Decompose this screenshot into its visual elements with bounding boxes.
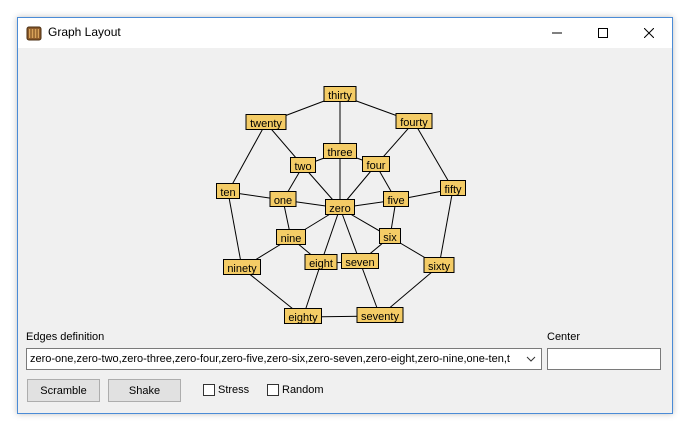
graph-node-zero[interactable]: zero <box>325 199 355 216</box>
shake-button[interactable]: Shake <box>108 379 181 402</box>
graph-node-eight[interactable]: eight <box>304 254 338 271</box>
app-icon <box>26 26 42 41</box>
graph-node-label: seventy <box>361 311 399 323</box>
center-label: Center <box>547 331 581 343</box>
graph-node-fourty[interactable]: fourty <box>395 113 433 130</box>
graph-node-label: one <box>274 195 292 207</box>
graph-node-four[interactable]: four <box>362 156 390 173</box>
stress-checkbox[interactable] <box>203 384 215 396</box>
graph-node-label: eighty <box>288 312 318 324</box>
graph-node-label: two <box>294 161 311 173</box>
graph-node-label: seven <box>345 257 374 269</box>
graph-layout-window: Graph Layout thirty twenty fourty three two f… <box>17 17 673 414</box>
graph-node-ten[interactable]: ten <box>216 183 240 200</box>
graph-canvas[interactable]: thirty twenty fourty three two four ten one zero… <box>18 48 672 333</box>
graph-edge-ten-twenty <box>227 122 267 193</box>
graph-node-sixty[interactable]: sixty <box>423 257 455 274</box>
graph-node-seven[interactable]: seven <box>341 253 379 270</box>
graph-node-ninety[interactable]: ninety <box>223 259 261 276</box>
random-checkbox[interactable] <box>267 384 279 396</box>
graph-edge-ninety-ten <box>227 191 243 269</box>
graph-node-eighty[interactable]: eighty <box>284 308 322 325</box>
minimize-button[interactable] <box>534 18 580 48</box>
graph-node-twenty[interactable]: twenty <box>245 114 287 131</box>
maximize-icon <box>598 28 608 38</box>
graph-node-label: zero <box>329 203 350 215</box>
edges-definition-combo[interactable] <box>26 348 542 370</box>
graph-node-label: ninety <box>227 263 257 275</box>
close-button[interactable] <box>626 18 672 48</box>
graph-node-label: four <box>367 160 386 172</box>
stress-checkbox-wrap[interactable]: Stress <box>203 384 249 396</box>
stress-label: Stress <box>218 384 250 396</box>
graph-edge-fourty-fifty <box>413 121 454 190</box>
graph-node-five[interactable]: five <box>383 191 409 208</box>
graph-node-label: eight <box>309 258 333 270</box>
graph-node-one[interactable]: one <box>269 191 297 208</box>
window-title: Graph Layout <box>48 25 121 39</box>
graph-node-six[interactable]: six <box>379 228 401 245</box>
graph-node-label: sixty <box>428 261 451 273</box>
graph-node-label: ten <box>220 187 235 199</box>
scramble-button[interactable]: Scramble <box>27 379 100 402</box>
graph-node-fifty[interactable]: fifty <box>440 180 466 197</box>
maximize-button[interactable] <box>580 18 626 48</box>
chevron-down-icon[interactable] <box>523 351 539 367</box>
graph-node-nine[interactable]: nine <box>276 229 306 246</box>
graph-edge-fifty-sixty <box>438 188 454 267</box>
graph-node-label: six <box>383 232 397 244</box>
edges-definition-input[interactable] <box>27 349 521 369</box>
close-icon <box>644 28 654 38</box>
graph-node-label: fifty <box>444 184 462 196</box>
graph-node-label: thirty <box>328 90 352 102</box>
graph-node-label: three <box>327 147 352 159</box>
random-label: Random <box>282 384 324 396</box>
graph-node-seventy[interactable]: seventy <box>356 307 404 324</box>
title-bar[interactable]: Graph Layout <box>18 18 672 48</box>
graph-node-thirty[interactable]: thirty <box>323 86 357 103</box>
graph-node-label: five <box>387 195 404 207</box>
graph-node-label: fourty <box>400 117 428 129</box>
graph-node-two[interactable]: two <box>290 157 316 174</box>
edges-definition-label: Edges definition <box>26 331 105 343</box>
center-input[interactable] <box>547 348 661 370</box>
graph-node-label: twenty <box>250 118 282 130</box>
graph-node-label: nine <box>281 233 302 245</box>
graph-node-three[interactable]: three <box>323 143 357 160</box>
graph-edge-zero-eight <box>320 207 341 264</box>
minimize-icon <box>552 32 562 34</box>
random-checkbox-wrap[interactable]: Random <box>267 384 324 396</box>
